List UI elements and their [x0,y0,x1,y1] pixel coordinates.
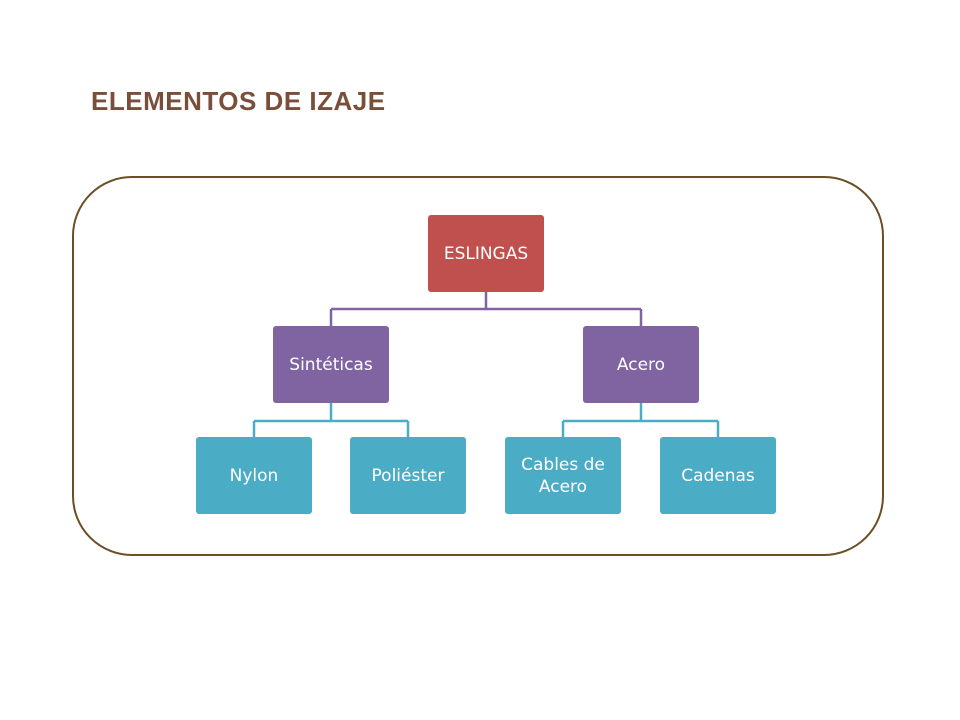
node-cables-de-acero: Cables de Acero [505,437,621,514]
slide-title: ELEMENTOS DE IZAJE [91,86,386,116]
node-nylon: Nylon [196,437,312,514]
node-acero: Acero [583,326,699,403]
sinteticas-connector [252,403,410,438]
acero-connector [561,403,720,438]
diagram-frame [72,176,884,556]
root-connector [329,292,643,327]
node-poliester: Poliéster [350,437,466,514]
node-cadenas: Cadenas [660,437,776,514]
node-eslingas: ESLINGAS [428,215,544,292]
node-sinteticas: Sintéticas [273,326,389,403]
